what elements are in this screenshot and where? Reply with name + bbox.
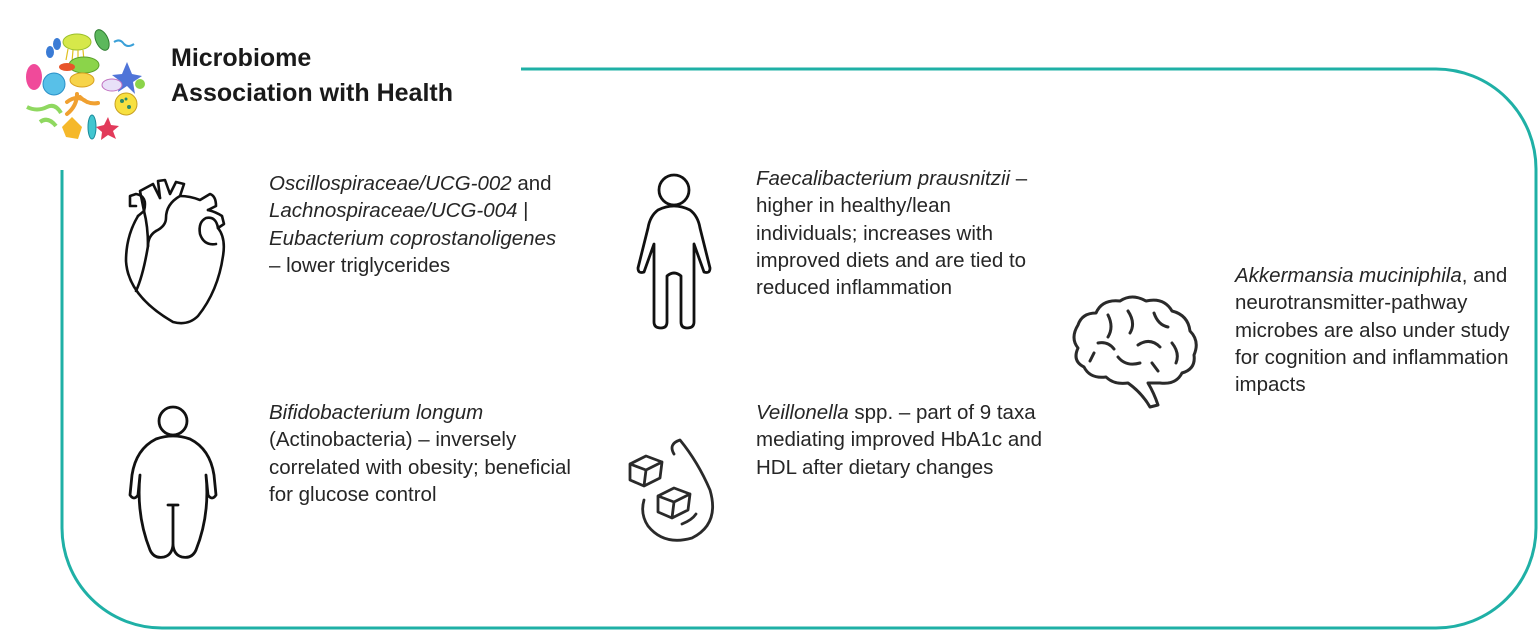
item-text-segment: Eubacterium coprostanoligenes <box>269 226 557 250</box>
item-text-segment: and <box>511 172 552 195</box>
microbes-collage-icon <box>26 29 145 140</box>
brain-icon <box>1072 295 1198 409</box>
person-lean-icon <box>636 173 712 330</box>
item-text-segment: – lower triglycerides <box>269 253 451 277</box>
item-text-segment: – higher in healthy/lean individuals; in… <box>756 167 1028 300</box>
item-text-segment: Veillonella <box>756 401 849 424</box>
page-title: Microbiome Association with Health <box>171 41 453 111</box>
item-text-lean: Faecalibacterium prausnitzii – higher in… <box>756 165 1056 301</box>
item-text-segment: Bifidobacterium longum <box>269 401 484 424</box>
item-text-segment: Lachnospiraceae/UCG-004 <box>269 199 518 223</box>
heart-icon <box>124 178 226 325</box>
item-text-segment: Akkermansia muciniphila <box>1235 264 1462 287</box>
item-text-glucose: Veillonella spp. – part of 9 taxa mediat… <box>756 399 1046 481</box>
title-line-1: Microbiome <box>171 44 312 72</box>
item-text-segment: , and neurotransmitter-pathway microbes … <box>1235 264 1510 397</box>
item-text-heart: Oscillospiraceae/UCG-002 and Lachnospira… <box>269 170 569 279</box>
item-text-segment: (Actinobacteria) – inversely correlated … <box>269 428 571 506</box>
blood-sugar-drop-icon <box>628 438 715 542</box>
item-text-obese: Bifidobacterium longum (Actinobacteria) … <box>269 399 579 508</box>
item-text-segment: Oscillospiraceae/UCG-002 <box>269 172 512 195</box>
item-text-brain: Akkermansia muciniphila, and neurotransm… <box>1235 262 1535 398</box>
person-obese-icon <box>128 405 218 559</box>
title-line-2: Association with Health <box>171 79 453 107</box>
item-text-segment: spp. – part of 9 taxa mediating improved… <box>756 401 1043 479</box>
item-text-segment: Faecalibacterium prausnitzii <box>756 167 1011 190</box>
item-text-segment: | <box>517 199 529 223</box>
